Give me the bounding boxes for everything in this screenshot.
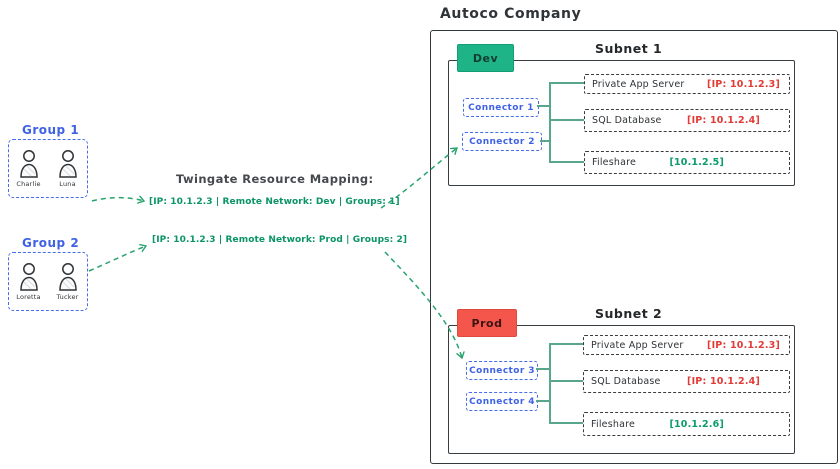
arrow-group1-to-mapping1: [91, 198, 144, 201]
group-2-box: Loretta Tucker: [8, 252, 88, 311]
person-icon: [19, 150, 38, 178]
mapping-entry-2: [IP: 10.1.2.3 | Remote Network: Prod | G…: [152, 235, 408, 245]
resource-name: Private App Server: [592, 78, 685, 90]
person-icon: [19, 263, 38, 291]
connector-4: Connector 4: [466, 392, 538, 411]
company-title: Autoco Company: [440, 6, 582, 22]
member-name: Tucker: [56, 293, 79, 301]
resource-ip: [IP: 10.1.2.3]: [707, 78, 780, 90]
mapping-entry-1: [IP: 10.1.2.3 | Remote Network: Dev | Gr…: [149, 197, 400, 207]
resource-ip: [10.1.2.6]: [669, 418, 724, 430]
group-1-label: Group 1: [22, 123, 80, 137]
member-name: Luna: [59, 180, 76, 188]
group-member: Tucker: [55, 261, 81, 310]
member-name: Loretta: [16, 293, 41, 301]
group-member: Luna: [55, 148, 81, 197]
resource-name: SQL Database: [592, 115, 662, 126]
mapping-title: Twingate Resource Mapping:: [176, 172, 374, 186]
connector-2: Connector 2: [462, 132, 542, 151]
subnet-2-box: [448, 325, 795, 454]
resource-ip: [10.1.2.5]: [669, 157, 724, 168]
resource-fileshare-2: Fileshare [10.1.2.6]: [583, 412, 790, 436]
resource-private-app-server-2: Private App Server [IP: 10.1.2.3]: [583, 335, 790, 355]
group-member: Charlie: [16, 148, 42, 197]
arrow-group2-to-mapping2: [88, 246, 146, 272]
resource-name: SQL Database: [591, 376, 661, 387]
person-icon: [58, 263, 77, 291]
env-tag-prod: Prod: [457, 309, 517, 337]
resource-name: Private App Server: [591, 339, 684, 351]
subnet-2-label: Subnet 2: [595, 306, 663, 321]
resource-fileshare-1: Fileshare [10.1.2.5]: [584, 151, 790, 174]
resource-ip: [IP: 10.1.2.3]: [707, 339, 780, 351]
connector-1: Connector 1: [463, 98, 539, 117]
group-2-label: Group 2: [22, 236, 80, 250]
resource-name: Fileshare: [592, 157, 637, 168]
member-name: Charlie: [16, 180, 41, 188]
resource-ip: [IP: 10.1.2.4]: [687, 115, 760, 126]
person-icon: [58, 150, 77, 178]
group-1-box: Charlie Luna: [8, 139, 88, 198]
subnet-1-box: [448, 60, 795, 186]
connector-3: Connector 3: [466, 361, 538, 380]
env-tag-dev: Dev: [457, 44, 514, 72]
resource-sql-database-1: SQL Database [IP: 10.1.2.4]: [584, 109, 790, 132]
resource-sql-database-2: SQL Database [IP: 10.1.2.4]: [583, 370, 790, 393]
resource-private-app-server-1: Private App Server [IP: 10.1.2.3]: [584, 74, 790, 94]
resource-ip: [IP: 10.1.2.4]: [687, 376, 760, 387]
resource-name: Fileshare: [591, 418, 636, 430]
group-member: Loretta: [16, 261, 42, 310]
company-box: [430, 30, 838, 464]
subnet-1-label: Subnet 1: [595, 41, 663, 56]
